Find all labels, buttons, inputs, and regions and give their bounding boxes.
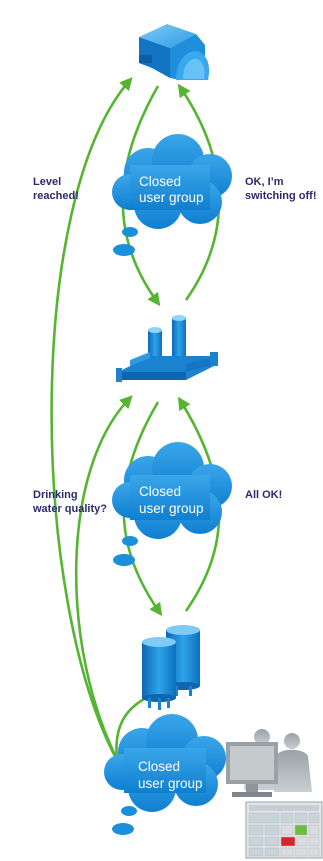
label-switching-off-2: switching off! — [245, 190, 317, 202]
label-level-reached-2: reached! — [33, 190, 79, 202]
arrow-long-to-tower — [50, 77, 133, 763]
cloud-2-line2: user group — [139, 501, 204, 516]
cloud-closed-user-group-3: Closed user group — [104, 714, 226, 835]
label-drinking-water-1: Drinking — [33, 489, 78, 501]
label-all-ok: All OK! — [245, 489, 282, 501]
touch-panel-icon — [245, 801, 323, 859]
label-drinking-water-2: water quality? — [32, 503, 107, 515]
label-switching-off-1: OK, I’m — [245, 176, 284, 188]
pipe-manifold-icon — [116, 315, 218, 382]
storage-tanks-icon — [142, 625, 200, 710]
cloud-1-line1: Closed — [139, 174, 181, 189]
arrow-long-to-manifold — [74, 395, 133, 766]
cloud-3-line1: Closed — [138, 759, 180, 774]
water-tower-icon — [139, 24, 210, 80]
label-level-reached-1: Level — [33, 176, 61, 188]
cloud-3-line2: user group — [138, 776, 203, 791]
control-monitor-icon — [226, 742, 278, 797]
cloud-1-line2: user group — [139, 190, 204, 205]
cloud-2-line1: Closed — [139, 484, 181, 499]
cloud-closed-user-group-1: Closed user group — [112, 134, 232, 256]
cloud-closed-user-group-2: Closed user group — [112, 442, 232, 566]
